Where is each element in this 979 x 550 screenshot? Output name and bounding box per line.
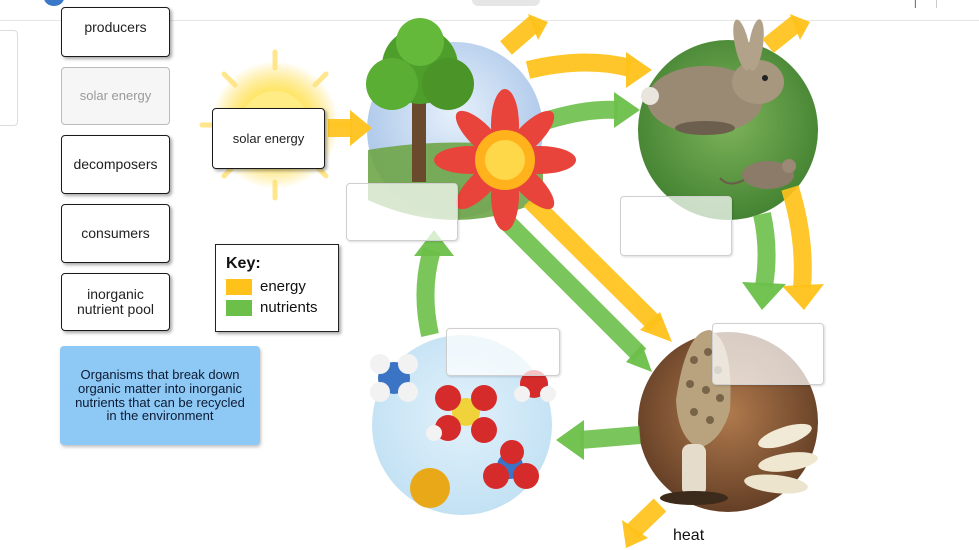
placed-label-solar-energy-text: solar energy (232, 130, 305, 146)
producers-to-consumers-energy-arrow (525, 53, 633, 79)
drop-zone-nutrient-pool[interactable] (446, 328, 560, 376)
toolbar-menu-icon[interactable]: | (914, 0, 917, 9)
app-logo-icon[interactable] (44, 0, 64, 6)
definition-hint-box: Organisms that break down organic matter… (60, 346, 260, 445)
drop-zone-consumers[interactable] (620, 196, 732, 256)
flower-icon (434, 89, 576, 231)
tile-decomposers-label: decomposers (73, 156, 158, 173)
tile-solar-energy-used-label: solar energy (79, 88, 152, 104)
tile-producers-label: producers (84, 19, 147, 35)
nutrients-swatch (226, 299, 252, 316)
rabbit-icon (641, 19, 784, 135)
energy-arrowheads (350, 14, 824, 548)
molecule-icon-1 (370, 354, 418, 402)
legend-item-nutrients: nutrients (226, 297, 328, 318)
tile-consumers[interactable]: consumers (61, 204, 170, 263)
heat-arrow (625, 498, 667, 539)
drop-zone-decomposers[interactable] (712, 323, 824, 385)
molecule-icon-4 (483, 440, 539, 489)
nutrient-pool-scene (370, 335, 556, 515)
producers-to-decomposers-nutrient-arrow (498, 213, 647, 362)
placed-label-solar-energy[interactable]: solar energy (212, 108, 325, 169)
producers-up-energy-arrow (500, 15, 542, 55)
decomposers-to-pool-nutrient-arrow (579, 426, 641, 449)
consumers-up-energy-arrow (762, 14, 804, 54)
atom-icon (410, 468, 450, 508)
mouse-icon (719, 159, 796, 189)
tile-solar-energy-used: solar energy (61, 67, 170, 125)
tile-producers[interactable]: producers (61, 7, 170, 57)
energy-swatch (226, 278, 252, 295)
heat-label: heat (673, 527, 705, 544)
nutrient-arrows (416, 100, 776, 449)
toolbar-pill[interactable] (472, 0, 540, 6)
toolbar-divider (936, 0, 937, 8)
consumers-to-decomposers-energy-arrow (781, 185, 812, 289)
legend-item-nutrients-label: nutrients (260, 299, 318, 316)
tile-inorganic-nutrient-pool[interactable]: inorganic nutrient pool (61, 273, 170, 331)
consumers-scene (638, 19, 818, 220)
legend-title: Key: (226, 255, 261, 272)
tree-icon (366, 18, 474, 182)
tile-consumers-label: consumers (81, 225, 150, 242)
nutrient-arrowheads (414, 92, 786, 460)
legend-item-energy-label: energy (260, 278, 306, 295)
drop-zone-producers[interactable] (346, 183, 458, 241)
pool-to-producers-nutrient-arrow (416, 247, 441, 337)
producers-to-decomposers-energy-arrow (523, 193, 663, 332)
legend-item-energy: energy (226, 276, 328, 297)
molecule-icon-3 (514, 370, 556, 402)
molecule-icon-2 (426, 385, 497, 443)
top-toolbar: | (0, 0, 979, 21)
tile-decomposers[interactable]: decomposers (61, 135, 170, 194)
legend-key: Key: energy nutrients (215, 244, 339, 332)
consumers-to-decomposers-nutrient-arrow (753, 212, 776, 288)
larvae-icon (744, 423, 818, 494)
energy-arrows (328, 14, 812, 539)
side-panel-tab[interactable] (0, 30, 18, 126)
definition-hint-text: Organisms that break down organic matter… (75, 367, 245, 424)
tile-inorganic-nutrient-pool-label: inorganic nutrient pool (76, 286, 155, 317)
